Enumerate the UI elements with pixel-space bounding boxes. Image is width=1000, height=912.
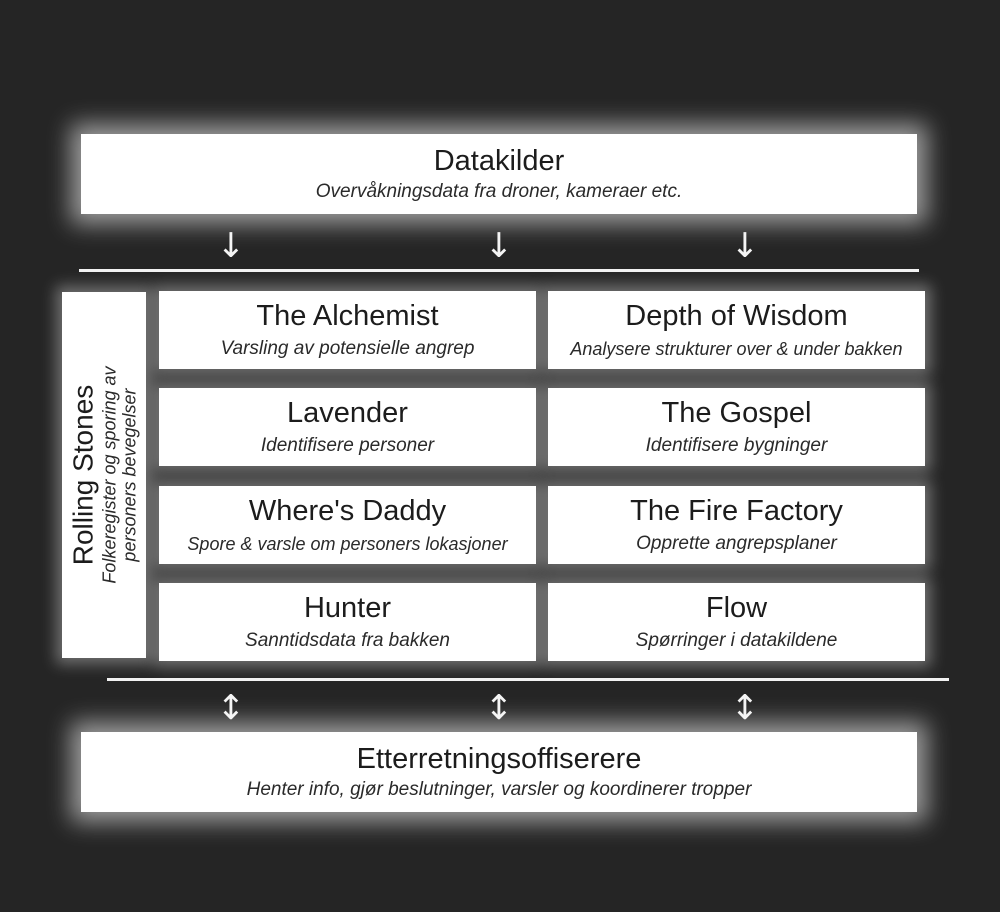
grid-item-title: Flow — [705, 592, 768, 624]
bidirectional-arrow-icon: ↕ — [730, 688, 760, 728]
bottom-separator-line — [107, 678, 949, 681]
grid-item-subtitle: Identifisere bygninger — [645, 435, 828, 456]
down-arrow-icon: ↓ — [484, 226, 514, 266]
grid-item-subtitle: Sanntidsdata fra bakken — [245, 630, 450, 651]
grid-item-title: Depth of Wisdom — [625, 300, 848, 332]
gospel-box: The Gospel Identifisere bygninger — [548, 388, 925, 466]
rolling-stones-title: Rolling Stones — [67, 384, 99, 566]
rolling-stones-text: Rolling Stones Folkeregister og sporing … — [67, 305, 140, 645]
top-separator-line — [79, 269, 919, 272]
grid-item-subtitle: Identifisere personer — [260, 435, 435, 456]
grid-item-title: The Alchemist — [256, 300, 439, 332]
grid-item-title: The Fire Factory — [630, 495, 843, 527]
wheres-daddy-box: Where's Daddy Spore & varsle om personer… — [159, 486, 536, 564]
grid-item-title: Lavender — [287, 397, 408, 429]
grid-item-title: Hunter — [303, 592, 392, 624]
lavender-box: Lavender Identifisere personer — [159, 388, 536, 466]
grid-item-subtitle: Spore & varsle om personers lokasjoner — [187, 534, 508, 554]
down-arrow-icon: ↓ — [216, 226, 246, 266]
etterretningsoffiserere-subtitle: Henter info, gjør beslutninger, varsler … — [246, 779, 752, 800]
rolling-stones-subtitle-line1: Folkeregister og sporing av — [99, 366, 120, 584]
grid-item-subtitle: Spørringer i datakildene — [635, 630, 838, 651]
grid-item-title: The Gospel — [661, 397, 812, 429]
etterretningsoffiserere-box: Etterretningsoffiserere Henter info, gjø… — [81, 732, 917, 812]
grid-item-subtitle: Varsling av potensielle angrep — [220, 338, 475, 359]
depth-of-wisdom-box: Depth of Wisdom Analysere strukturer ove… — [548, 291, 925, 369]
bidirectional-arrow-icon: ↕ — [484, 688, 514, 728]
down-arrow-icon: ↓ — [730, 226, 760, 266]
flow-box: Flow Spørringer i datakildene — [548, 583, 925, 661]
etterretningsoffiserere-title: Etterretningsoffiserere — [356, 743, 642, 775]
datakilder-subtitle: Overvåkningsdata fra droner, kameraer et… — [315, 181, 683, 202]
grid-item-subtitle: Analysere strukturer over & under bakken — [570, 339, 903, 359]
grid-item-title: Where's Daddy — [248, 495, 447, 527]
fire-factory-box: The Fire Factory Opprette angrepsplaner — [548, 486, 925, 564]
bidirectional-arrow-icon: ↕ — [216, 688, 246, 728]
rolling-stones-subtitle-line2: personers bevegelser — [119, 388, 140, 562]
datakilder-title: Datakilder — [433, 145, 565, 177]
grid-item-subtitle: Opprette angrepsplaner — [636, 533, 837, 554]
alchemist-box: The Alchemist Varsling av potensielle an… — [159, 291, 536, 369]
datakilder-box: Datakilder Overvåkningsdata fra droner, … — [81, 134, 917, 214]
rolling-stones-box: Rolling Stones Folkeregister og sporing … — [62, 292, 146, 658]
hunter-box: Hunter Sanntidsdata fra bakken — [159, 583, 536, 661]
